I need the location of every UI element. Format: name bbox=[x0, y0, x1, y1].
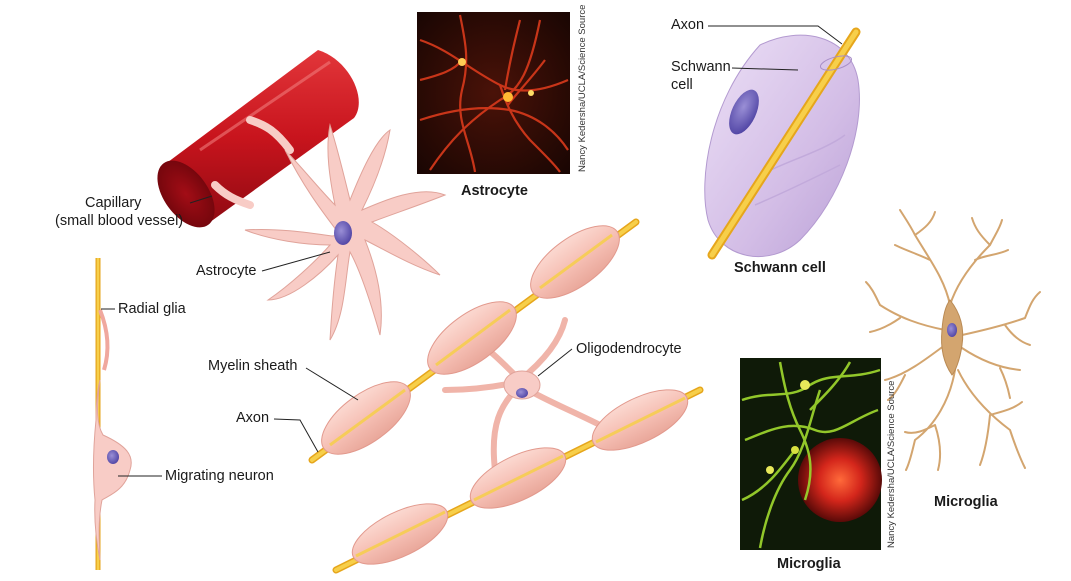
schwann-label-line1: Schwann bbox=[671, 59, 731, 75]
microglia-photo-caption: Microglia bbox=[777, 556, 841, 572]
capillary-sublabel: (small blood vessel) bbox=[55, 213, 184, 229]
migrating-neuron-label: Migrating neuron bbox=[165, 468, 274, 484]
capillary-label: Capillary bbox=[85, 195, 142, 211]
migrating-neuron bbox=[92, 379, 132, 561]
schwann-label-line2: cell bbox=[671, 77, 693, 93]
microglia-photo bbox=[740, 358, 882, 550]
myelin-sheath-label: Myelin sheath bbox=[208, 358, 298, 374]
oligodendrocyte-label: Oligodendrocyte bbox=[576, 341, 682, 357]
axon-label-top: Axon bbox=[671, 17, 705, 33]
axon-label-left: Axon bbox=[236, 410, 270, 426]
schwann-cell-caption: Schwann cell bbox=[734, 260, 826, 276]
astrocyte-photo bbox=[417, 12, 570, 174]
astrocyte-photo-credit: Nancy Kedersha/UCLA/Science Source bbox=[577, 4, 588, 172]
leader-lines bbox=[101, 25, 843, 477]
schwann-cell bbox=[704, 27, 861, 260]
microglia-cell bbox=[865, 209, 1041, 471]
myelin-sheath-segments bbox=[321, 225, 689, 565]
microglia-soma bbox=[941, 299, 964, 376]
astrocyte-photo-caption: Astrocyte bbox=[461, 183, 528, 199]
astrocyte-cell bbox=[211, 116, 447, 341]
astrocyte-label: Astrocyte bbox=[196, 263, 257, 279]
microglia-photo-credit: Nancy Kedersha/UCLA/Science Source bbox=[886, 380, 897, 548]
radial-glia-label: Radial glia bbox=[118, 301, 186, 317]
oligodendrocyte bbox=[503, 370, 541, 400]
microglia-drawing-caption: Microglia bbox=[934, 494, 998, 510]
